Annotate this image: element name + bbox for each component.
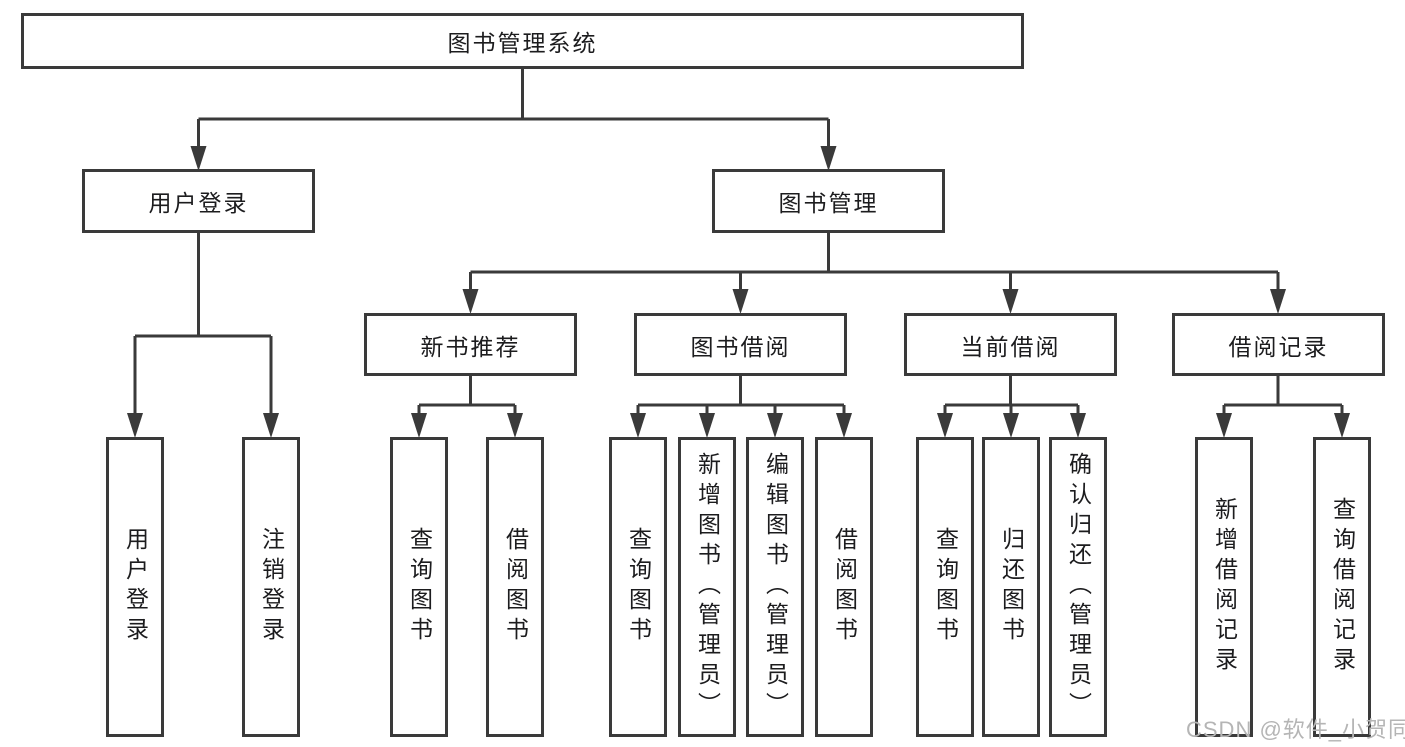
leaf-borrow-books-2: 借阅图书 bbox=[815, 437, 873, 737]
node-book-management: 图书管理 bbox=[712, 169, 945, 233]
leaf-query-books-3: 查询图书 bbox=[916, 437, 974, 737]
leaf-edit-book-admin-label: 编辑图书（管理员） bbox=[762, 452, 789, 722]
node-library-system: 图书管理系统 bbox=[21, 13, 1024, 69]
leaf-add-book-admin: 新增图书（管理员） bbox=[678, 437, 736, 737]
leaf-confirm-return-admin: 确认归还（管理员） bbox=[1049, 437, 1107, 737]
leaf-user-login-label: 用户登录 bbox=[122, 527, 149, 647]
node-borrowing-records: 借阅记录 bbox=[1172, 313, 1385, 376]
node-current-borrowing: 当前借阅 bbox=[904, 313, 1117, 376]
leaf-user-login: 用户登录 bbox=[106, 437, 164, 737]
leaf-confirm-return-admin-label: 确认归还（管理员） bbox=[1065, 452, 1092, 722]
node-library-system-label: 图书管理系统 bbox=[447, 30, 598, 56]
node-book-management-label: 图书管理 bbox=[778, 190, 879, 216]
leaf-add-book-admin-label: 新增图书（管理员） bbox=[694, 452, 721, 722]
node-user-login: 用户登录 bbox=[82, 169, 315, 233]
leaf-edit-book-admin: 编辑图书（管理员） bbox=[746, 437, 804, 737]
node-borrowing-records-label: 借阅记录 bbox=[1228, 333, 1329, 360]
leaf-query-books-1-label: 查询图书 bbox=[406, 527, 433, 647]
node-book-borrowing-label: 图书借阅 bbox=[690, 333, 791, 360]
node-new-book-recommendation: 新书推荐 bbox=[364, 313, 577, 376]
leaf-return-book: 归还图书 bbox=[982, 437, 1040, 737]
node-user-login-label: 用户登录 bbox=[148, 190, 249, 216]
leaf-query-books-3-label: 查询图书 bbox=[932, 527, 959, 647]
leaf-borrow-books-2-label: 借阅图书 bbox=[831, 527, 858, 647]
leaf-query-books-2-label: 查询图书 bbox=[625, 527, 652, 647]
leaf-query-books-2: 查询图书 bbox=[609, 437, 667, 737]
node-new-book-recommendation-label: 新书推荐 bbox=[420, 333, 521, 360]
leaf-borrow-books-1: 借阅图书 bbox=[486, 437, 544, 737]
leaf-query-books-1: 查询图书 bbox=[390, 437, 448, 737]
leaf-return-book-label: 归还图书 bbox=[998, 527, 1025, 647]
leaf-query-borrow-record: 查询借阅记录 bbox=[1313, 437, 1371, 737]
leaf-add-borrow-record-label: 新增借阅记录 bbox=[1211, 497, 1238, 677]
leaf-logout-label: 注销登录 bbox=[258, 527, 285, 647]
node-book-borrowing: 图书借阅 bbox=[634, 313, 847, 376]
leaf-add-borrow-record: 新增借阅记录 bbox=[1195, 437, 1253, 737]
leaf-query-borrow-record-label: 查询借阅记录 bbox=[1329, 497, 1356, 677]
watermark-text: CSDN @软件_小贺同学 bbox=[1186, 717, 1405, 742]
leaf-logout: 注销登录 bbox=[242, 437, 300, 737]
leaf-borrow-books-1-label: 借阅图书 bbox=[502, 527, 529, 647]
node-current-borrowing-label: 当前借阅 bbox=[960, 333, 1061, 360]
